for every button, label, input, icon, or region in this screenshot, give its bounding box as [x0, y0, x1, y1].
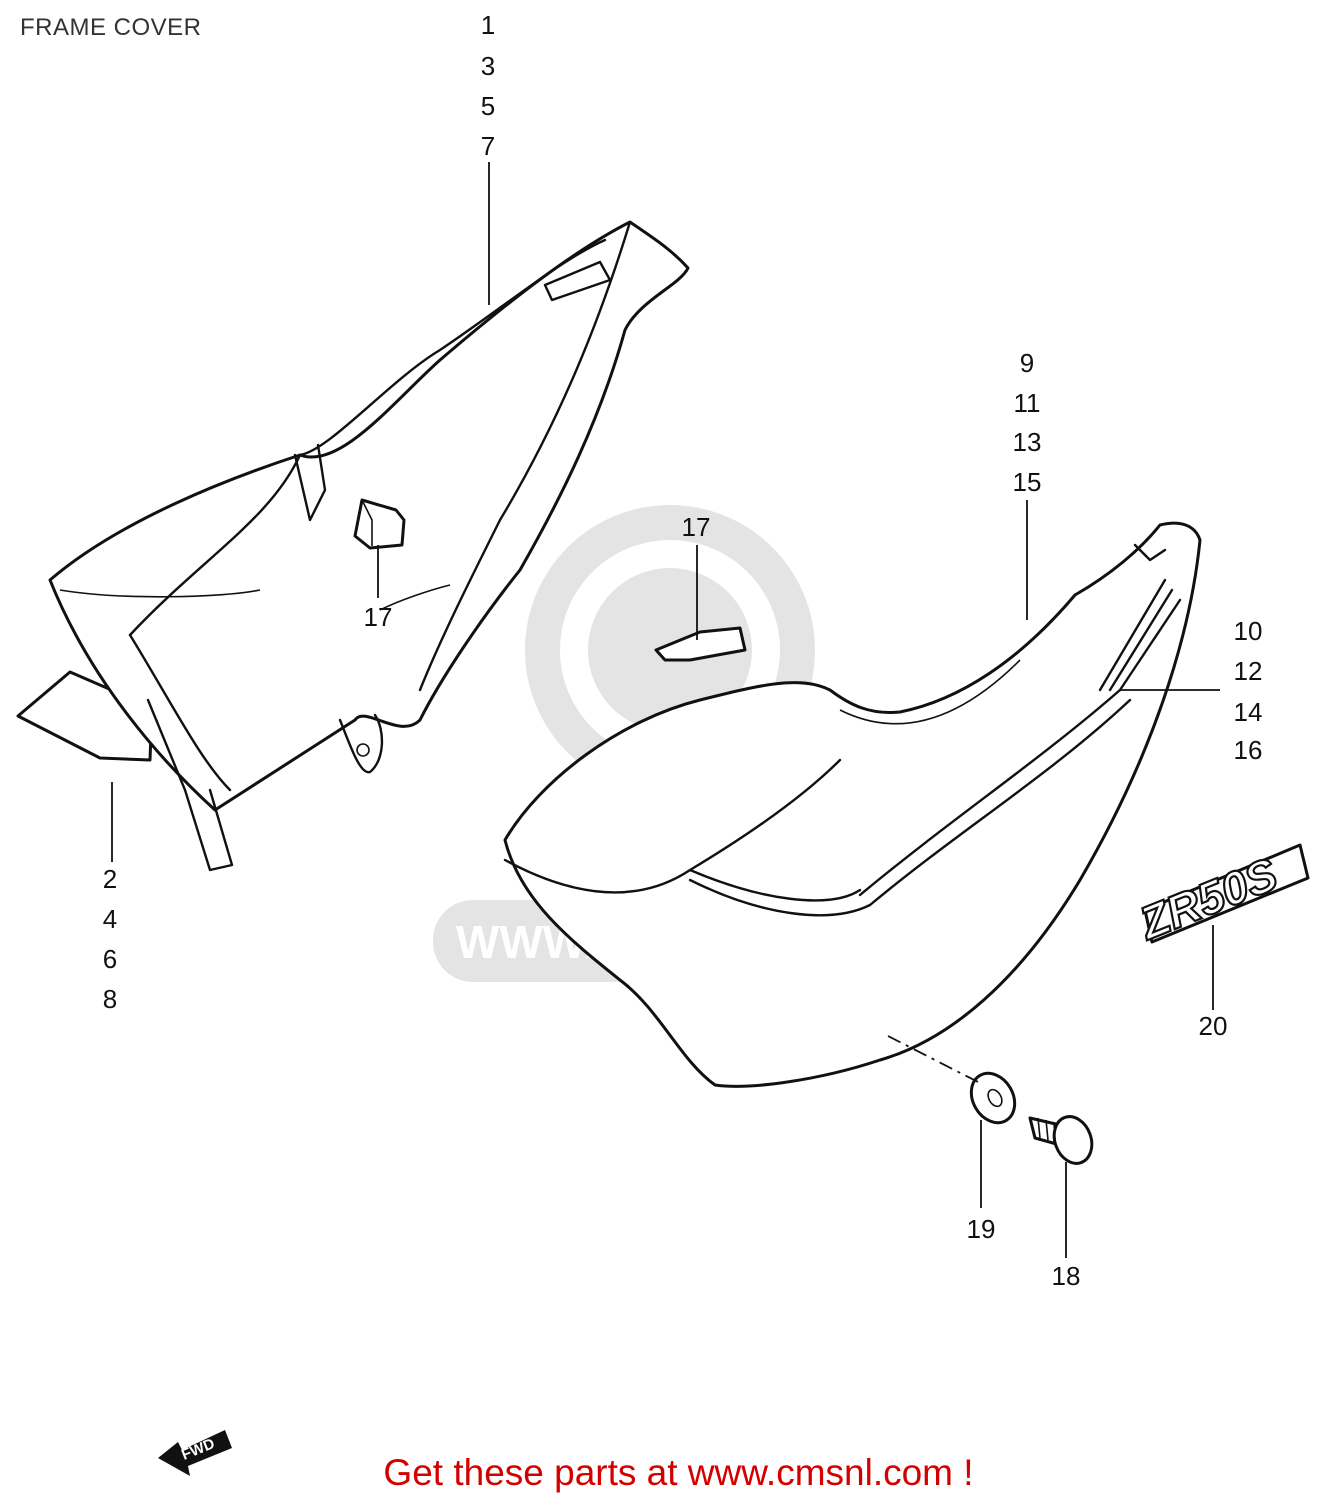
- callout-group-9-15: 9 11 13 15: [1013, 348, 1042, 497]
- callout-14: 14: [1234, 697, 1263, 727]
- callout-group-2-8: 2 4 6 8: [103, 864, 117, 1014]
- right-frame-cover[interactable]: [503, 521, 1202, 1088]
- callout-1: 1: [481, 10, 495, 40]
- callout-10: 10: [1234, 616, 1263, 646]
- callout-9: 9: [1020, 348, 1034, 378]
- leader-lines: [111, 162, 1220, 1258]
- callout-group-10-16: 10 12 14 16: [1234, 616, 1263, 765]
- cushion-17-left[interactable]: [353, 498, 406, 550]
- callout-17-left: 17: [364, 602, 393, 632]
- callout-15: 15: [1013, 467, 1042, 497]
- callout-19: 19: [967, 1214, 996, 1244]
- washer-19[interactable]: [963, 1065, 1024, 1130]
- callout-2: 2: [103, 864, 117, 894]
- callout-5: 5: [481, 91, 495, 121]
- emblem-20[interactable]: ZR50S: [1129, 843, 1310, 951]
- callout-12: 12: [1234, 656, 1263, 686]
- callout-17-right: 17: [682, 512, 711, 542]
- screw-18[interactable]: [1028, 1111, 1098, 1168]
- callout-3: 3: [481, 51, 495, 81]
- callout-13: 13: [1013, 427, 1042, 457]
- callout-18: 18: [1052, 1261, 1081, 1291]
- callout-16: 16: [1234, 735, 1263, 765]
- callout-20: 20: [1199, 1011, 1228, 1041]
- callout-group-1-7: 1 3 5 7: [481, 10, 495, 161]
- fwd-arrow-icon: FWD: [158, 1430, 232, 1476]
- footer-cta-link[interactable]: Get these parts at www.cmsnl.com !: [383, 1452, 974, 1493]
- callout-7: 7: [481, 131, 495, 161]
- cushion-17-right[interactable]: [654, 626, 747, 662]
- callout-6: 6: [103, 944, 117, 974]
- emblem-text: ZR50S: [1130, 847, 1284, 950]
- callout-11: 11: [1014, 388, 1041, 418]
- page-title: FRAME COVER: [20, 14, 202, 41]
- callout-4: 4: [103, 904, 117, 934]
- callout-8: 8: [103, 984, 117, 1014]
